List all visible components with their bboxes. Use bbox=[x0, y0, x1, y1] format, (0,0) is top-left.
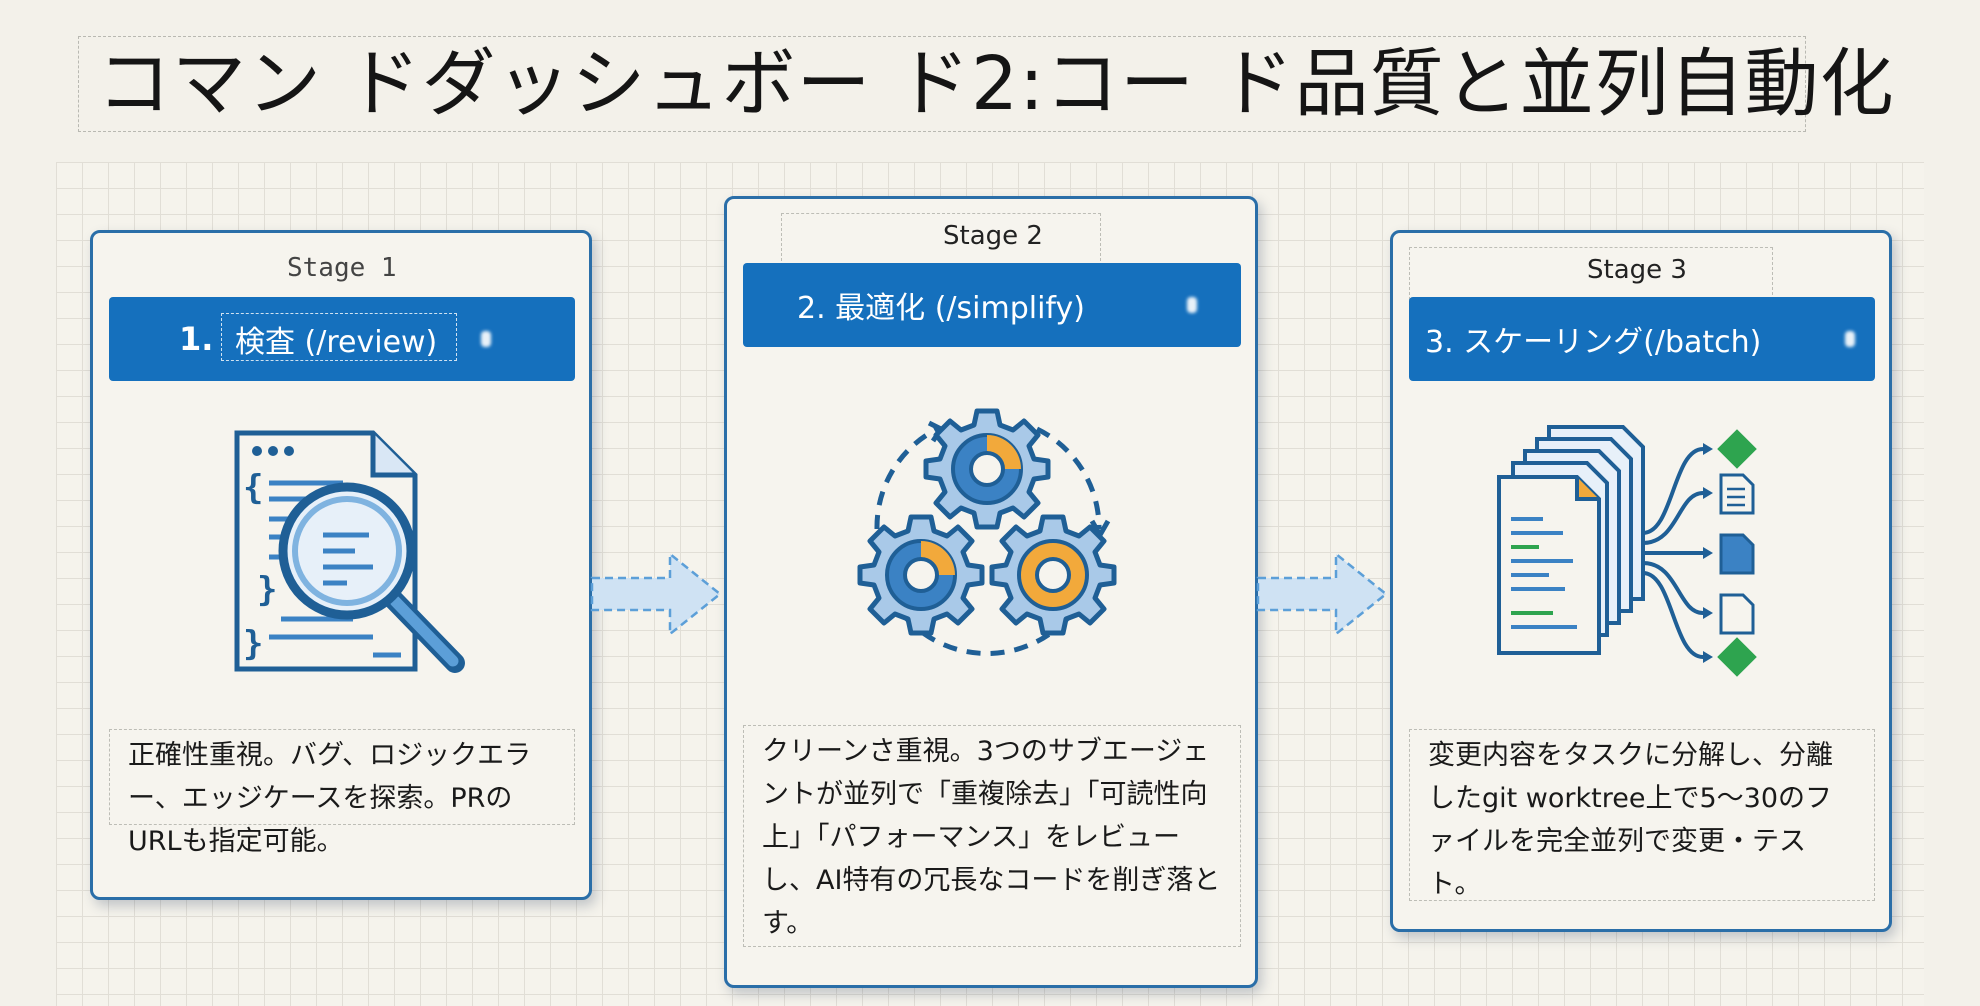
flow-arrow-1 bbox=[590, 552, 724, 636]
stage-card-1: Stage 1 1. 検査 (/review) { } } bbox=[90, 230, 592, 900]
parallel-files-icon bbox=[1493, 423, 1793, 693]
banner-dot-2 bbox=[1187, 297, 1197, 313]
page-title: コマン ドダッシュボー ド2:コー ド品質と並列自動化 bbox=[97, 41, 1895, 127]
stage-banner-text-2: 2. 最適化 (/simplify) bbox=[797, 291, 1085, 326]
stage-banner-3: 3. スケーリング(/batch) bbox=[1409, 297, 1875, 381]
stage-card-2: Stage 2 2. 最適化 (/simplify) bbox=[724, 196, 1258, 988]
svg-text:}: } bbox=[243, 624, 263, 664]
flow-arrow-2 bbox=[1256, 552, 1390, 636]
banner-dot-1 bbox=[481, 331, 491, 347]
gears-cycle-icon bbox=[837, 379, 1137, 679]
stage-banner-text-1: 検査 (/review) bbox=[235, 325, 438, 360]
stage-label-2: Stage 2 bbox=[943, 221, 1043, 251]
title-box: コマン ドダッシュボー ド2:コー ド品質と並列自動化 bbox=[78, 36, 1894, 132]
stage-label-1: Stage 1 bbox=[287, 253, 397, 283]
stage-card-3: Stage 3 3. スケーリング(/batch) bbox=[1390, 230, 1892, 932]
stage-banner-text-3: 3. スケーリング(/batch) bbox=[1425, 325, 1762, 360]
svg-text:}: } bbox=[257, 570, 277, 610]
stage-description-3: 変更内容をタスクに分解し、分離したgit worktree上で5～30のファイル… bbox=[1409, 729, 1875, 901]
stage-banner-number-1: 1. bbox=[179, 320, 214, 358]
magnifier-document-icon: { } } bbox=[223, 423, 483, 683]
stage-banner-1: 1. 検査 (/review) bbox=[109, 297, 575, 381]
stage-description-1: 正確性重視。バグ、ロジックエラー、エッジケースを探索。PRのURLも指定可能。 bbox=[109, 729, 575, 857]
stage-banner-focus-box-1 bbox=[221, 313, 457, 361]
svg-text:{: { bbox=[243, 468, 263, 508]
banner-dot-3 bbox=[1845, 331, 1855, 347]
stage-label-3: Stage 3 bbox=[1587, 255, 1687, 285]
stage-banner-2: 2. 最適化 (/simplify) bbox=[743, 263, 1241, 347]
stage-description-2: クリーンさ重視。3つのサブエージェントが並列で「重複除去」「可読性向上」「パフォ… bbox=[743, 725, 1241, 947]
